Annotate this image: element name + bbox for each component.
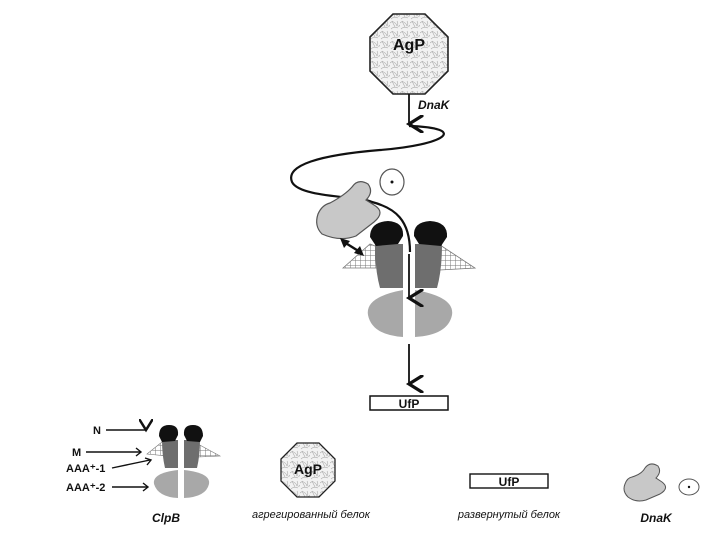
legend-agp-label: AgP [294, 461, 322, 477]
legend-dnak-caption: DnaK [640, 511, 673, 525]
legend-dnak: DnaK [623, 463, 700, 525]
legend-m-label: M [72, 447, 81, 459]
aaa2-ring-right [415, 290, 453, 337]
dnak-chaperone [316, 168, 405, 256]
legend-agp-caption: агрегированный белок [252, 509, 371, 521]
m-domain-left [341, 243, 381, 269]
legend-ufp-caption: развернутый белок [457, 509, 561, 521]
aaa1-ring-right [415, 244, 442, 288]
aaa2-ring-left [367, 290, 403, 337]
legend-aaa2-label: AAA⁺-2 [66, 482, 105, 494]
aggregated-protein: AgP [369, 13, 449, 95]
dnak-arrow-label: DnaK [418, 98, 451, 112]
unfolded-protein: UfP [369, 395, 449, 411]
legend-ufp-label: UfP [499, 475, 520, 489]
agp-label: AgP [393, 37, 425, 54]
m-domain-right [439, 244, 477, 271]
polypeptide-chain [290, 124, 445, 253]
clpb-complex [341, 221, 477, 337]
legend-agp: AgP агрегированный белок [252, 442, 371, 521]
ufp-label: UfP [399, 397, 420, 411]
n-domain-right [413, 221, 448, 246]
dnak-arrow: DnaK [409, 94, 451, 124]
legend-clpb-icon [146, 425, 222, 498]
legend-clpb: N M AAA⁺-1 AAA⁺-2 ClpB [66, 425, 222, 525]
legend-clpb-caption: ClpB [152, 511, 180, 525]
n-domain-left [370, 221, 404, 246]
legend-n-label: N [93, 425, 101, 437]
aaa1-ring-left [375, 244, 403, 288]
legend-ufp: UfP развернутый белок [457, 473, 561, 521]
legend-aaa1-label: AAA⁺-1 [66, 463, 105, 475]
